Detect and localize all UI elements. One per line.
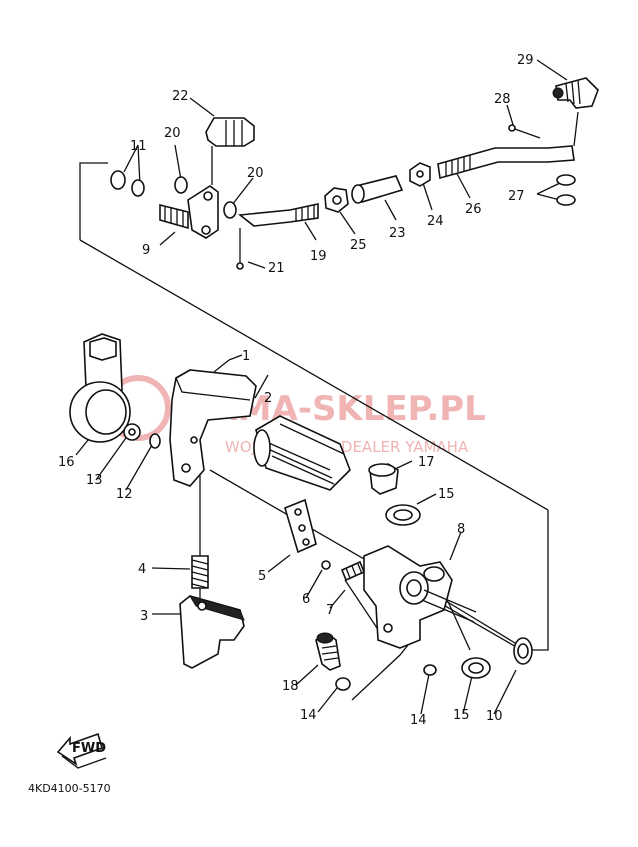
callout-20a: 20 <box>164 126 181 141</box>
callout-15a: 15 <box>438 487 455 502</box>
callout-25: 25 <box>350 238 367 253</box>
rod-19 <box>237 203 319 227</box>
cable-end-22 <box>205 117 255 147</box>
washer-27b <box>556 194 576 206</box>
callout-12: 12 <box>116 487 133 502</box>
callout-14a: 14 <box>300 708 317 723</box>
callout-10: 10 <box>486 709 503 724</box>
diagram-code: 4KD4100-5170 <box>28 782 111 795</box>
callout-22: 22 <box>172 89 189 104</box>
callout-21: 21 <box>268 261 285 276</box>
callout-11: 11 <box>130 139 147 154</box>
callout-4: 4 <box>138 562 146 577</box>
callout-6: 6 <box>302 592 310 607</box>
washer-11a <box>110 170 126 190</box>
callout-14b: 14 <box>410 713 427 728</box>
pin-28 <box>508 124 516 132</box>
callout-16: 16 <box>58 455 75 470</box>
washer-14b <box>423 664 437 676</box>
washer-11b <box>131 179 145 197</box>
callout-15b: 15 <box>453 708 470 723</box>
callout-8: 8 <box>457 522 465 537</box>
callout-24: 24 <box>427 214 444 229</box>
fwd-arrow-icon <box>56 732 103 766</box>
callout-numbers: 1 2 3 4 5 6 7 8 9 10 11 12 13 14 14 15 1… <box>58 53 534 728</box>
washer-27a <box>556 174 576 186</box>
callout-7: 7 <box>326 603 334 618</box>
callout-28: 28 <box>494 92 511 107</box>
callout-19: 19 <box>310 249 327 264</box>
washer-20b <box>223 201 237 219</box>
pin-21 <box>236 262 244 270</box>
control-housing-1 <box>169 369 257 487</box>
callout-18: 18 <box>282 679 299 694</box>
callout-20b: 20 <box>247 166 264 181</box>
parts-lower <box>69 333 533 691</box>
callout-27: 27 <box>508 189 525 204</box>
washer-14a <box>335 677 351 691</box>
parts-upper <box>110 77 599 270</box>
washer-12 <box>149 433 161 449</box>
ball-6 <box>321 560 331 570</box>
callout-26: 26 <box>465 202 482 217</box>
callout-29: 29 <box>517 53 534 68</box>
callout-13: 13 <box>86 473 103 488</box>
callout-2: 2 <box>264 391 272 406</box>
grip-2 <box>255 415 351 491</box>
callout-9: 9 <box>142 243 150 258</box>
callout-17: 17 <box>418 455 435 470</box>
callout-3: 3 <box>140 609 148 624</box>
callout-1: 1 <box>242 349 250 364</box>
callout-5: 5 <box>258 569 266 584</box>
leader-lines <box>75 59 568 715</box>
fwd-arrow: FWD <box>56 732 106 769</box>
washer-20a <box>174 176 188 194</box>
shift-rod-26 <box>437 145 575 180</box>
callout-23: 23 <box>389 226 406 241</box>
fwd-label: FWD <box>72 741 106 756</box>
